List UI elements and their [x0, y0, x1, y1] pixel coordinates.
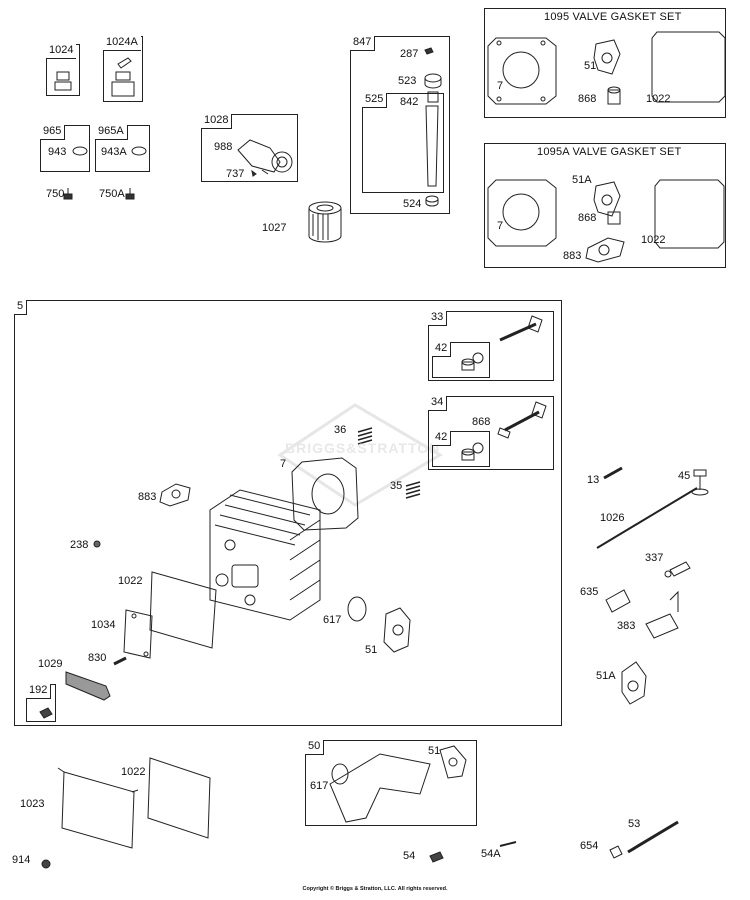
label-842: 842	[400, 96, 419, 108]
label-337: 337	[645, 552, 664, 564]
label-7-head: 7	[280, 458, 287, 470]
tag-1024: 1024	[46, 44, 77, 59]
tag-34: 34	[428, 396, 448, 411]
spring-35-drawing	[405, 481, 421, 499]
label-524: 524	[403, 198, 422, 210]
label-287: 287	[400, 48, 419, 60]
tag-50: 50	[305, 740, 325, 755]
label-750: 750	[46, 188, 65, 200]
label-51-head: 51	[365, 644, 378, 656]
label-238: 238	[70, 539, 89, 551]
tag-5: 5	[14, 300, 28, 315]
label-51-intake: 51	[428, 745, 441, 757]
box-525	[362, 93, 444, 193]
kit1-label-51: 51	[584, 60, 597, 72]
label-1026: 1026	[600, 512, 625, 524]
label-383: 383	[617, 620, 636, 632]
tag-1028: 1028	[201, 114, 233, 129]
label-51a-right: 51A	[596, 670, 616, 682]
label-830: 830	[88, 652, 107, 664]
part-1024-drawing	[54, 71, 72, 91]
kit-1095-box	[484, 8, 726, 118]
label-54: 54	[403, 850, 416, 862]
kit-1095-drawing	[487, 31, 726, 105]
label-523: 523	[398, 75, 417, 87]
label-1029: 1029	[38, 658, 63, 670]
cylinder-head-drawing	[209, 489, 321, 621]
label-1034: 1034	[91, 619, 116, 631]
kit1-label-7: 7	[497, 80, 504, 92]
kit1-label-1022: 1022	[646, 93, 671, 105]
box-42a	[432, 342, 490, 378]
label-1022-cover: 1022	[121, 766, 146, 778]
label-54a: 54A	[481, 848, 501, 860]
oil-filter-drawing	[308, 201, 342, 243]
kit2-label-1022: 1022	[641, 234, 666, 246]
kit2-label-7: 7	[497, 220, 504, 232]
watermark: BRIGGS&STRATTON	[285, 440, 441, 456]
spring-36-drawing	[357, 427, 373, 445]
box-33	[428, 311, 554, 381]
kit-1095a-title: 1095A VALVE GASKET SET	[537, 146, 682, 158]
part-1024a-drawing	[111, 57, 135, 97]
label-914: 914	[12, 854, 31, 866]
box-5	[14, 300, 562, 726]
tag-42a: 42	[432, 342, 452, 357]
tag-42b: 42	[432, 431, 452, 446]
label-868-head: 868	[472, 416, 491, 428]
label-943: 943	[48, 146, 67, 158]
kit-1095a-drawing	[487, 179, 725, 263]
label-35: 35	[390, 480, 403, 492]
box-1028	[201, 114, 298, 182]
label-1023: 1023	[20, 798, 45, 810]
part-1028-drawing	[237, 139, 293, 177]
label-1022-head: 1022	[118, 575, 143, 587]
kit1-label-868: 868	[578, 93, 597, 105]
label-13: 13	[587, 474, 600, 486]
label-635: 635	[580, 586, 599, 598]
label-617-intake: 617	[310, 780, 329, 792]
label-1027: 1027	[262, 222, 287, 234]
tag-847: 847	[350, 36, 376, 51]
tag-33: 33	[428, 311, 448, 326]
kit-1095a-box	[484, 143, 726, 268]
label-36: 36	[334, 424, 347, 436]
label-53: 53	[628, 818, 641, 830]
copyright-notice: Copyright © Briggs & Stratton, LLC. All …	[302, 886, 448, 892]
head-gasket-drawing	[291, 457, 359, 531]
box-42b	[432, 431, 490, 467]
label-737: 737	[226, 168, 245, 180]
box-847	[350, 36, 450, 214]
box-50	[305, 740, 477, 826]
label-617-head: 617	[323, 614, 342, 626]
label-943a: 943A	[101, 146, 127, 158]
kit-1095-title: 1095 VALVE GASKET SET	[544, 11, 682, 23]
label-988: 988	[214, 141, 233, 153]
tag-1024a: 1024A	[103, 36, 141, 51]
kit2-label-51a: 51A	[572, 174, 592, 186]
tag-192: 192	[26, 684, 52, 699]
kit2-label-883: 883	[563, 250, 582, 262]
label-654: 654	[580, 840, 599, 852]
tag-965: 965	[40, 125, 66, 140]
tag-965a: 965A	[95, 125, 128, 140]
tag-525: 525	[362, 93, 388, 108]
kit2-label-868: 868	[578, 212, 597, 224]
box-34	[428, 396, 554, 470]
label-45: 45	[678, 470, 691, 482]
label-883-head: 883	[138, 491, 157, 503]
dipstick-drawing	[424, 47, 442, 207]
label-750a: 750A	[99, 188, 125, 200]
